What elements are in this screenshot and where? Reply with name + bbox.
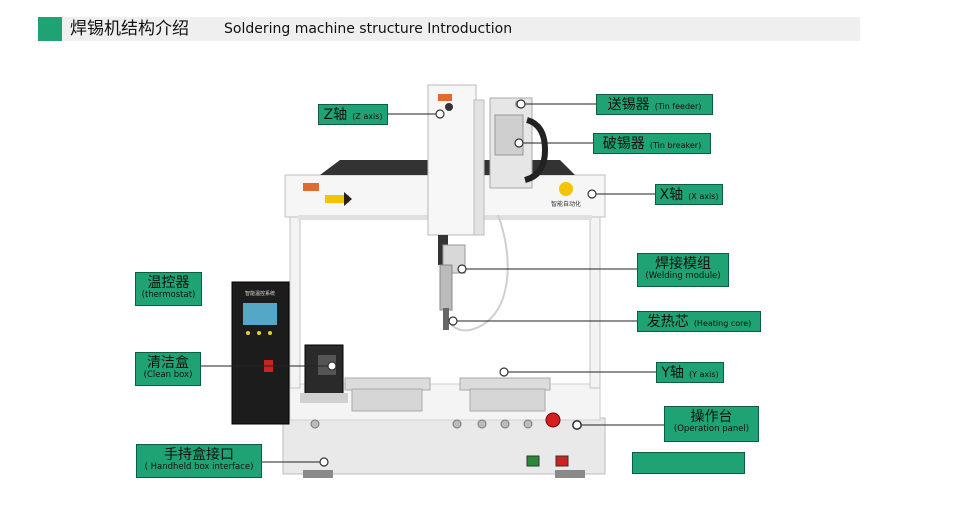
header-accent-block [38, 17, 62, 41]
label-handheld-box: 手持盒接口 ( Handheld box interface) [136, 444, 262, 478]
label-tin-feeder-zh: 送锡器 [607, 97, 650, 113]
work-table-right [459, 377, 551, 412]
label-thermostat: 温控器 (thermostat) [135, 272, 202, 306]
tin-feeder [489, 97, 549, 189]
label-operation-panel: 操作台 (Operation panel) [664, 406, 759, 442]
label-welding-module-zh: 焊接模组 [655, 256, 711, 272]
label-z-axis: Z轴 (Z axis) [318, 104, 388, 125]
label-x-axis-zh: X轴 [659, 187, 684, 203]
svg-text:智能自动化: 智能自动化 [551, 200, 581, 208]
label-x-axis-en: (X axis) [688, 192, 719, 201]
label-tin-breaker-zh: 破锡器 [602, 136, 645, 152]
label-handheld-box-zh: 手持盒接口 [164, 447, 234, 463]
clean-box [300, 344, 348, 403]
label-clean-box-zh: 清洁盒 [147, 355, 189, 371]
label-tin-feeder: 送锡器 (Tin feeder) [596, 94, 713, 115]
callout-dots [319, 99, 597, 467]
label-clean-box-en: (Clean box) [143, 370, 193, 381]
label-blank-box [632, 452, 745, 474]
label-x-axis: X轴 (X axis) [655, 184, 723, 205]
label-operation-panel-en: (Operation panel) [673, 424, 750, 435]
label-z-axis-en: (Z axis) [352, 112, 383, 121]
label-tin-breaker: 破锡器 (Tin breaker) [593, 133, 711, 154]
header-bar [38, 17, 860, 41]
page-title-en: Soldering machine structure Introduction [224, 21, 513, 37]
label-clean-box: 清洁盒 (Clean box) [135, 352, 201, 386]
label-z-axis-zh: Z轴 [323, 107, 348, 123]
work-table-left [344, 377, 431, 412]
label-y-axis: Y轴 (Y axis) [656, 362, 724, 383]
label-welding-module-en: (Welding module) [645, 271, 721, 282]
label-y-axis-en: (Y axis) [688, 370, 719, 379]
leader-lines [201, 103, 664, 463]
svg-text:智能温控系统: 智能温控系统 [245, 290, 275, 297]
label-welding-module: 焊接模组 (Welding module) [637, 253, 729, 287]
label-handheld-box-en: ( Handheld box interface) [144, 462, 254, 473]
brand-logo: 智能自动化 [551, 182, 581, 208]
page-title-zh: 焊锡机结构介绍 [70, 19, 189, 39]
label-tin-breaker-en: (Tin breaker) [649, 141, 702, 150]
emergency-stop [545, 412, 561, 428]
label-tin-feeder-en: (Tin feeder) [654, 102, 702, 111]
label-operation-panel-zh: 操作台 [690, 409, 733, 425]
label-heating-core: 发热芯 (Heating core) [637, 311, 761, 332]
label-heating-core-zh: 发热芯 [646, 314, 689, 330]
z-axis-column [427, 84, 485, 236]
label-y-axis-zh: Y轴 [661, 365, 684, 381]
label-thermostat-zh: 温控器 [147, 275, 190, 291]
temperature-controller: 智能温控系统 [231, 281, 290, 425]
label-heating-core-en: (Heating core) [693, 319, 752, 328]
label-thermostat-en: (thermostat) [141, 290, 196, 301]
